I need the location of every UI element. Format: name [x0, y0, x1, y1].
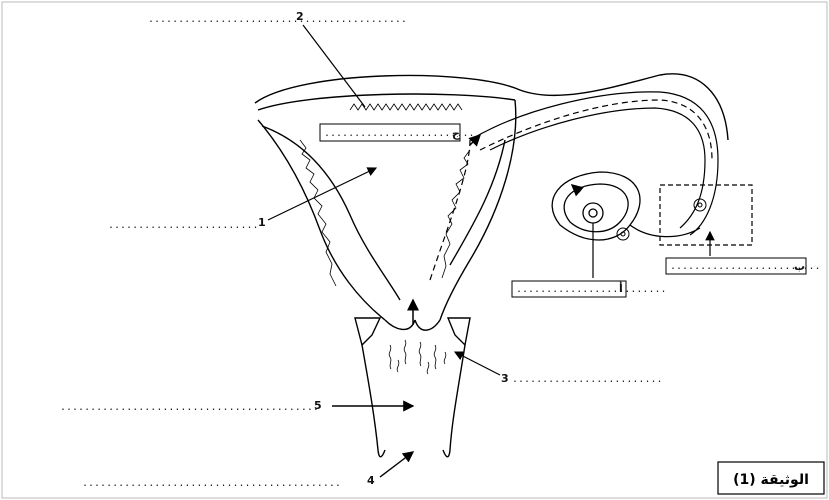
- leader-4: [380, 452, 413, 477]
- label-4: 4: [367, 474, 375, 487]
- blank-3: .........................: [512, 374, 663, 385]
- label-b: ب: [794, 260, 805, 273]
- blank-5: ........................................…: [60, 402, 319, 413]
- label-c: ج: [452, 127, 460, 141]
- label-a: أ: [619, 281, 623, 295]
- blank-1: .........................: [108, 220, 259, 231]
- blank-a: .........................: [516, 284, 667, 295]
- ovary: [552, 172, 700, 240]
- label-5-group: ........................................…: [60, 399, 413, 413]
- ovum-cells: [617, 199, 706, 240]
- blank-4: ........................................…: [82, 478, 341, 489]
- label-1-group: ......................... 1: [108, 168, 376, 231]
- caption: الوثيقة (1): [733, 472, 809, 488]
- leader-1: [268, 168, 376, 220]
- caption-group: الوثيقة (1): [718, 462, 824, 494]
- box-a-group: ......................... أ: [512, 223, 667, 297]
- box-b-group: ......................... ب: [666, 232, 821, 274]
- sperm-cells: [389, 340, 446, 374]
- label-1: 1: [258, 216, 266, 229]
- label-3-group: 3 .........................: [455, 352, 663, 385]
- label-4-group: ........................................…: [82, 452, 413, 489]
- blank-2: ........................................…: [148, 14, 407, 25]
- box-c-group: ......................... ج: [320, 124, 475, 141]
- vagina: [355, 318, 470, 457]
- label-3: 3: [501, 372, 509, 385]
- label-2: 2: [296, 10, 304, 23]
- leader-2: [303, 25, 365, 107]
- label-5: 5: [314, 399, 322, 412]
